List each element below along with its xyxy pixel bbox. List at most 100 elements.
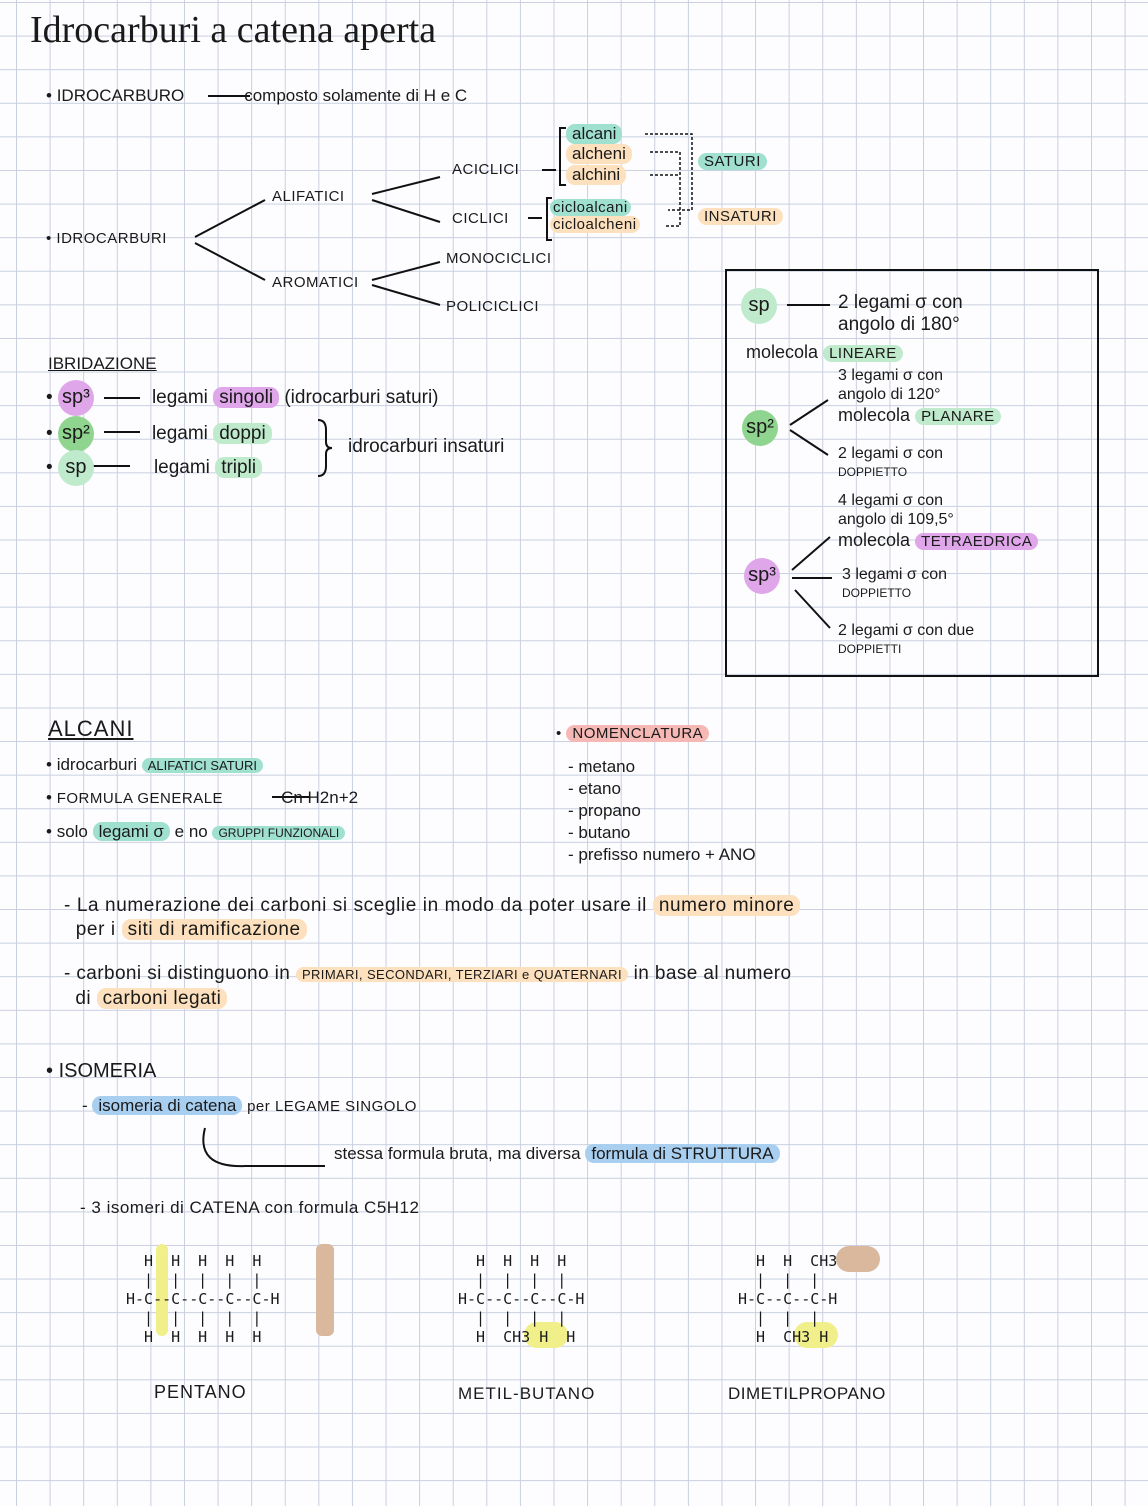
nomenclatura-heading: • NOMENCLATURA [556,725,710,742]
mol-row: | | | | | [144,1309,262,1327]
list-item: - prefisso numero + ANO [568,845,756,864]
tree-alcheni: alcheni [566,144,632,164]
hybridization-box [725,269,1099,677]
text: stessa formula bruta, ma diversa [334,1144,581,1163]
mol-row: | | | [756,1309,820,1327]
tree-alcani: alcani [566,124,623,144]
mol-row: H-C--C--C--C-H [458,1290,585,1308]
isomeria-line-2: stessa formula bruta, ma diversa formula… [334,1144,780,1164]
text: FORMULA GENERALE [56,790,224,807]
isomeria-line-3: - 3 isomeri di CATENA con formula C5H12 [80,1198,420,1217]
shape-highlight: PLANARE [915,408,1001,425]
alcani-line-1: • idrocarburi ALIFATICI SATURI [46,755,264,775]
box-sp3-a: 4 legami σ con angolo di 109,5° molecola T… [838,491,1039,551]
page-title: Idrocarburi a catena aperta [30,9,437,51]
text-line: 4 legami σ con [838,492,944,509]
item-text: propano [578,801,641,820]
box-sp3-badge: sp³ [744,558,780,594]
mol-row: H H H H H [144,1328,262,1346]
mol-row: H CH3 H [756,1328,829,1346]
mol-row: H H H H [476,1252,567,1270]
list-item: - metano [568,757,636,776]
item-text: etano [578,779,621,798]
row-text: legami [151,387,208,408]
ibridazione-heading: IBRIDAZIONE [48,354,157,373]
mol-row: | | | | | [144,1271,262,1289]
tree-policiclici: POLICICLICI [446,298,540,315]
mol-row: H-C--C--C--C--C-H [126,1290,280,1308]
list-item: - butano [568,823,631,842]
highlight: PRIMARI, SECONDARI, TERZIARI e QUATERNAR… [295,967,628,982]
tree-aromatici: AROMATICI [272,274,359,291]
molecule-label: molecola [838,405,911,425]
text: idrocarburi [56,755,137,774]
text-line: DOPPIETTO [838,465,908,479]
tree-root-label: IDROCARBURI [56,230,167,247]
text: solo [56,822,88,841]
shape-highlight: LINEARE [823,345,903,362]
tree-saturi: SATURI [698,153,767,170]
sp3-badge: sp³ [57,380,94,416]
molecule-name: METIL-BUTANO [458,1384,596,1403]
item-text: butano [578,823,631,842]
row-highlight: doppi [213,423,272,444]
text: La numerazione dei carboni si sceglie in… [76,895,647,916]
row-text: legami [153,457,210,478]
note-carboni: - carboni si distinguono in PRIMARI, SEC… [64,963,792,1009]
text: per i [75,919,116,940]
mol-row: H CH3 H H [476,1328,576,1346]
text-line: angolo di 120° [838,386,941,403]
text: 3 isomeri di CATENA con formula C5H12 [91,1198,420,1217]
alcani-line-3: • solo legami σ e no GRUPPI FUNZIONALI [46,822,346,842]
text-line: 3 legami σ con [838,367,944,384]
box-sp-badge: sp [741,288,777,324]
box-sp2-a: 3 legami σ con angolo di 120° molecola PLA… [838,366,1001,426]
box-sp2-badge: sp² [742,410,778,446]
text-line: angolo di 109,5° [838,511,954,528]
row-highlight: tripli [215,457,263,478]
formula: Cn H2n+2 [281,788,359,807]
mol-row: H H H H H [144,1252,262,1270]
text-line: DOPPIETTI [838,642,902,656]
tree-insaturi: INSATURI [698,208,783,225]
tree-root: • IDROCARBURI [46,230,167,247]
intro-term: IDROCARBURO [56,86,185,105]
tree-alifatici: ALIFATICI [272,188,345,205]
text: di [75,988,91,1009]
highlight: isomeria di catena [92,1096,243,1115]
text-line: 3 legami σ con [842,566,948,583]
text: per LEGAME SINGOLO [247,1098,417,1115]
row-extra: (idrocarburi saturi) [284,387,439,408]
list-item: - propano [568,801,641,820]
text-line: DOPPIETTO [842,586,912,600]
tree-cicloalcani: cicloalcani [550,199,631,216]
molecule-label: molecola [838,530,911,550]
text: in base al numero [633,963,792,984]
highlight: NOMENCLATURA [566,725,710,742]
pentano-highlight-left [156,1244,168,1336]
pentano-highlight-right [316,1244,334,1336]
dimetil-highlight-bottom [794,1322,838,1348]
tree-ciclici: CICLICI [452,210,509,227]
isomeria-heading: • ISOMERIA [46,1060,157,1082]
highlight: legami σ [92,822,170,841]
item-text: metano [578,757,636,776]
isomeria-line-1: - isomeria di catena per LEGAME SINGOLO [82,1096,417,1115]
brace-label: idrocarburi insaturi [348,436,505,457]
highlight: ALIFATICI SATURI [141,758,264,773]
tree-aciclici: ACICLICI [452,161,520,178]
row-text: legami [151,423,208,444]
mol-row: H-C--C--C-H [738,1290,838,1308]
shape-highlight: TETRAEDRICA [915,533,1039,550]
mol-row: | | | | [476,1271,567,1289]
text-line: 2 legami σ con [838,445,944,462]
highlight: numero minore [652,895,801,916]
sp-badge: sp [57,450,94,486]
sp2-badge: sp² [57,416,94,452]
tree-monociclici: MONOCICLICI [446,250,552,267]
